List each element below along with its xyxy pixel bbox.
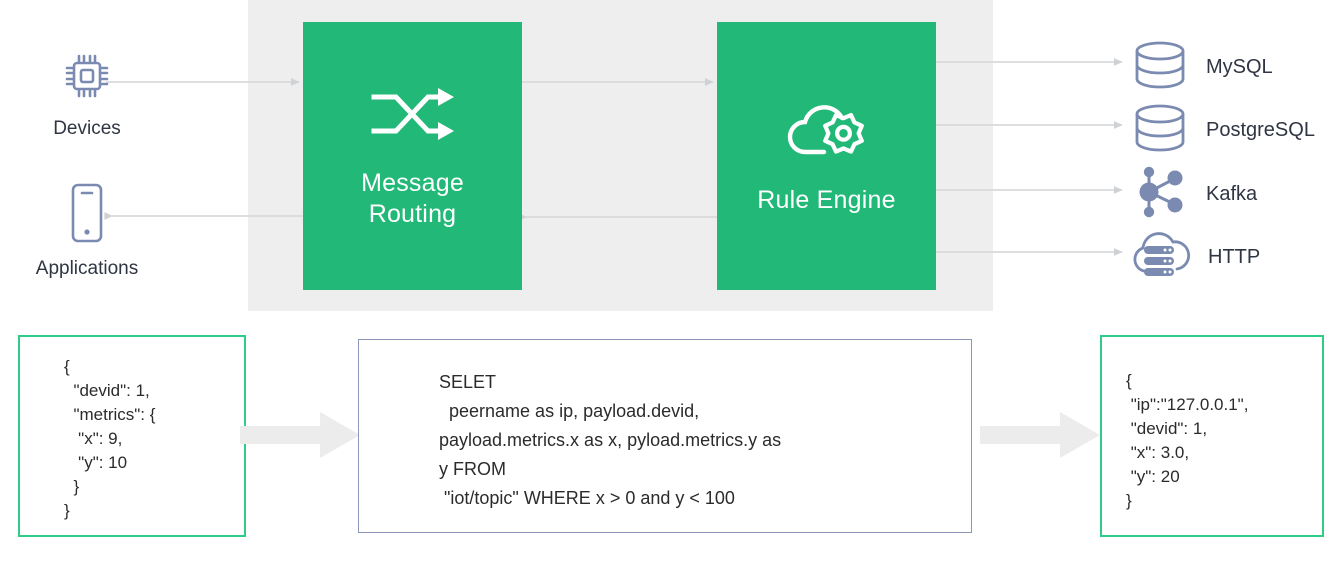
endpoint-applications[interactable]: Applications [24,182,150,280]
input-json-text: { "devid": 1, "metrics": { "x": 9, "y": … [64,357,156,520]
cloud-server-icon [1130,229,1192,286]
endpoint-postgresql[interactable]: PostgreSQL [1130,103,1315,158]
endpoint-kafka[interactable]: Kafka [1130,166,1257,223]
endpoint-devices[interactable]: Devices [24,48,150,140]
endpoint-label-mysql: MySQL [1206,56,1273,78]
mobile-phone-icon [66,182,108,249]
cpu-chip-icon [59,48,115,109]
cloud-gear-icon [786,96,868,167]
process-box-label-rule-engine: Rule Engine [757,186,896,214]
process-box-label-message-routing: Message Routing [361,168,464,228]
output-json-text: { "ip":"127.0.0.1", "devid": 1, "x": 3.0… [1126,371,1249,510]
endpoint-label-devices: Devices [53,118,121,139]
endpoint-label-http: HTTP [1208,246,1261,268]
payload-box-rule-sql[interactable]: SELET peername as ip, payload.devid, pay… [358,339,972,533]
endpoint-http[interactable]: HTTP [1130,229,1260,286]
shuffle-icon [370,83,456,150]
payload-box-output-json[interactable]: { "ip":"127.0.0.1", "devid": 1, "x": 3.0… [1100,335,1324,537]
payload-box-input-json[interactable]: { "devid": 1, "metrics": { "x": 9, "y": … [18,335,246,537]
process-box-message-routing[interactable]: Message Routing [303,22,522,290]
endpoint-label-postgresql: PostgreSQL [1206,119,1315,141]
endpoint-label-kafka: Kafka [1206,183,1258,205]
node-graph-icon [1130,166,1190,223]
endpoint-label-applications: Applications [35,258,139,279]
arrow-input-to-sql [240,412,360,458]
process-box-rule-engine[interactable]: Rule Engine [717,22,936,290]
arrow-sql-to-output [980,412,1100,458]
endpoint-mysql[interactable]: MySQL [1130,40,1273,95]
database-cylinder-icon [1130,103,1190,158]
rule-sql-text: SELET peername as ip, payload.devid, pay… [439,372,782,508]
database-cylinder-icon [1130,40,1190,95]
